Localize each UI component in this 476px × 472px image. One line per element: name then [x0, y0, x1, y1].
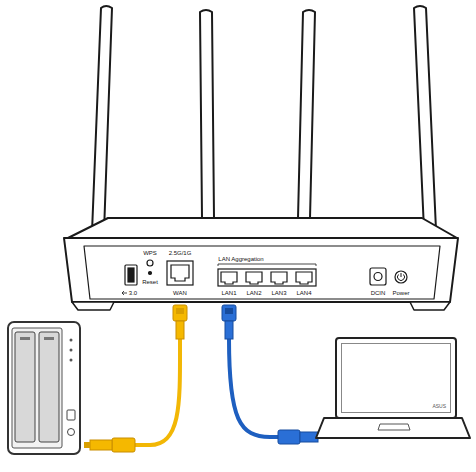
wps-button [147, 260, 153, 266]
port-label: 3.0 [129, 290, 137, 296]
port-panel [84, 246, 440, 299]
antenna [200, 10, 214, 218]
dcin-port [370, 268, 386, 285]
dcin-socket [374, 273, 382, 281]
power-button [395, 271, 407, 283]
port-label: LAN3 [271, 290, 286, 296]
lan-socket [221, 272, 237, 284]
port-label: WAN [173, 290, 187, 296]
nas-device [8, 322, 80, 454]
port-group-label: LAN Aggregation [218, 256, 263, 262]
usb-port [125, 265, 137, 285]
usb-port-tongue [128, 268, 134, 282]
button-label: WPS [143, 250, 157, 256]
port-label: LAN2 [246, 290, 261, 296]
port-label: DCIN [371, 290, 386, 296]
port-label: LAN1 [221, 290, 236, 296]
port-speed-label: 2.5G/1G [169, 250, 192, 256]
antenna [414, 6, 436, 230]
port-label: LAN4 [296, 290, 311, 296]
button-label: Power [392, 290, 409, 296]
aggregation-bracket [218, 264, 316, 266]
wan-port [167, 261, 193, 285]
antenna [92, 6, 112, 232]
lan-socket [296, 272, 312, 284]
lan-port-block [218, 269, 316, 286]
antenna [298, 10, 315, 218]
wan-port-socket [171, 265, 189, 281]
usb-symbol [122, 291, 127, 295]
router-feet [72, 302, 450, 310]
reset-hole [149, 272, 152, 275]
laptop [316, 338, 470, 438]
brand-logo: ASUS [432, 404, 446, 409]
blue-ethernet-cable [222, 305, 318, 444]
yellow-ethernet-cable [84, 305, 187, 452]
router-top [68, 218, 457, 238]
router-back-panel [64, 238, 458, 302]
button-label: Reset [142, 279, 158, 285]
power-symbol [398, 273, 405, 280]
lan-socket [246, 272, 262, 284]
laptop-screen: ASUS [341, 343, 451, 413]
lan-socket [271, 272, 287, 284]
